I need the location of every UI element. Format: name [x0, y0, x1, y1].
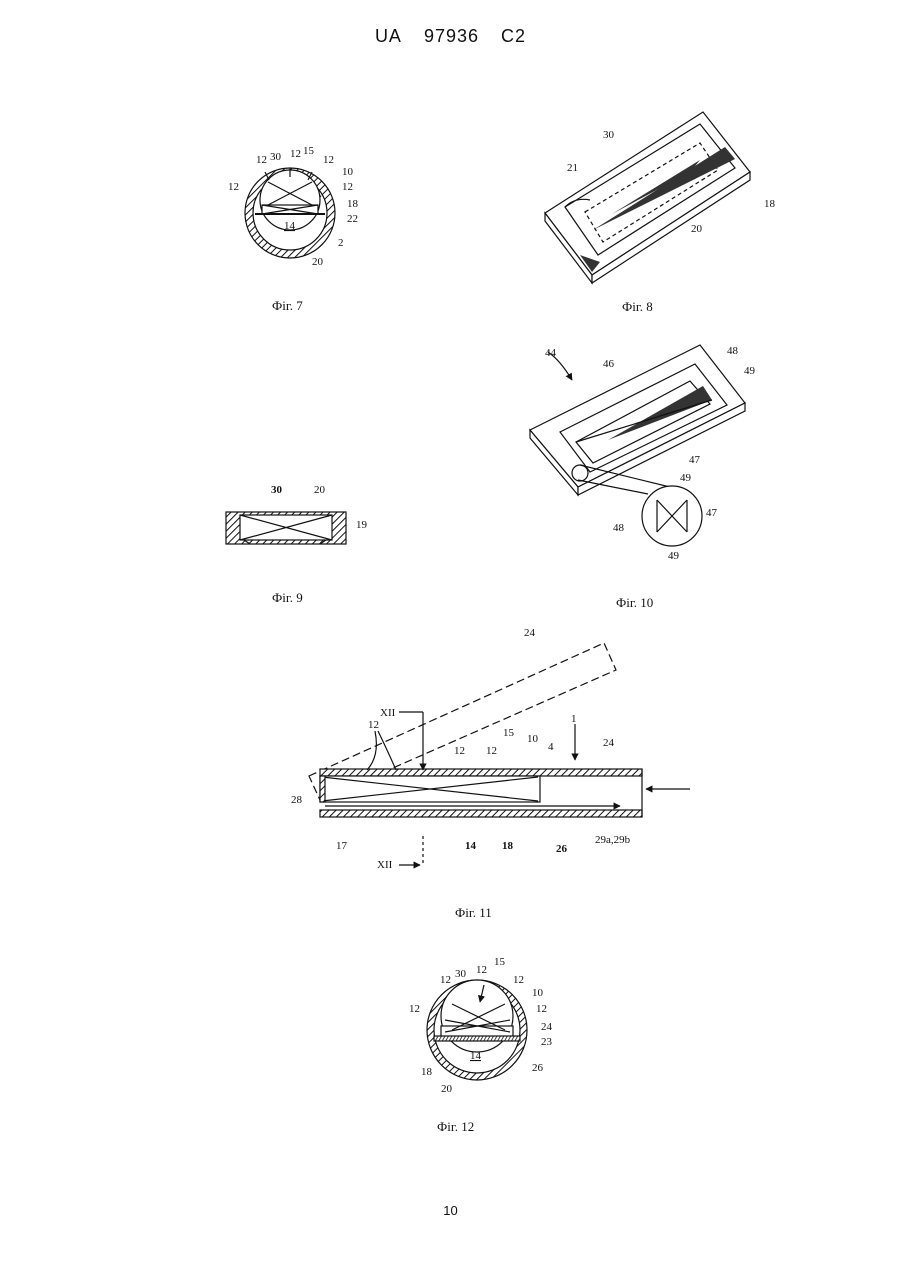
fig10-label: 49: [680, 472, 692, 484]
fig7-label: 12: [290, 148, 301, 160]
fig11-label: XII: [377, 859, 393, 871]
fig10-label: 46: [603, 358, 615, 370]
fig11-drawing: [309, 643, 690, 865]
fig11-label: 15: [503, 727, 515, 739]
fig10-label: 47: [706, 507, 718, 519]
fig12-label: 23: [541, 1036, 553, 1048]
fig11-label: 29a,29b: [595, 834, 631, 846]
fig7-label: 14: [284, 220, 296, 232]
fig10-label: 49: [668, 550, 680, 562]
fig11-label: XII: [380, 707, 396, 719]
fig7-label: 12: [228, 181, 239, 193]
fig7-label: 30: [270, 151, 282, 163]
fig7-label: 12: [323, 154, 334, 166]
fig7-label: 20: [312, 256, 324, 268]
fig11-label: 12: [454, 745, 465, 757]
fig10-label: 49: [744, 365, 756, 377]
fig7-label: 18: [347, 198, 359, 210]
fig7-label: 12: [256, 154, 267, 166]
fig11-label: 14: [465, 840, 477, 852]
fig11-label: 12: [486, 745, 497, 757]
figure-9: 30 20 19 Фіг. 9: [226, 484, 368, 605]
figure-8: 30 21 18 20 Фіг. 8: [545, 112, 776, 314]
fig8-label: 21: [567, 162, 578, 174]
fig10-caption: Фіг. 10: [616, 595, 653, 610]
fig11-label: 10: [527, 733, 539, 745]
fig7-label: 12: [342, 181, 353, 193]
fig12-label: 12: [409, 1003, 420, 1015]
page-number: 10: [0, 1203, 901, 1218]
fig7-label: 22: [347, 213, 358, 225]
fig12-drawing: [427, 980, 527, 1080]
fig12-label: 20: [441, 1083, 453, 1095]
figure-12: 12 30 12 15 12 10 12 12 24 23 14 18 20 2…: [409, 956, 553, 1134]
fig11-label: 28: [291, 794, 303, 806]
fig12-label: 14: [470, 1050, 482, 1062]
fig9-caption: Фіг. 9: [272, 590, 303, 605]
fig11-label: 24: [603, 737, 615, 749]
fig8-caption: Фіг. 8: [622, 299, 653, 314]
fig12-label: 12: [476, 964, 487, 976]
fig12-label: 24: [541, 1021, 553, 1033]
fig7-drawing: [245, 168, 335, 258]
fig12-caption: Фіг. 12: [437, 1119, 474, 1134]
fig11-label: 12: [368, 719, 379, 731]
fig12-label: 30: [455, 968, 467, 980]
figure-10: 44 46 48 49 47 49 47 48 49 Фіг. 10: [530, 345, 756, 610]
fig11-label: 1: [571, 713, 577, 725]
fig10-label: 48: [727, 345, 739, 357]
fig12-label: 18: [421, 1066, 433, 1078]
fig12-label: 26: [532, 1062, 544, 1074]
fig11-label: 18: [502, 840, 514, 852]
fig11-label: 17: [336, 840, 348, 852]
fig12-label: 12: [440, 974, 451, 986]
fig11-label: 4: [548, 741, 554, 753]
fig10-label: 48: [613, 522, 625, 534]
fig12-label: 12: [536, 1003, 547, 1015]
fig7-label: 15: [303, 145, 315, 157]
fig11-label: 26: [556, 843, 568, 855]
fig9-drawing: [226, 512, 346, 544]
fig9-label: 30: [271, 484, 283, 496]
fig8-label: 18: [764, 198, 776, 210]
fig12-label: 10: [532, 987, 544, 999]
fig8-drawing: [545, 112, 750, 283]
fig11-caption: Фіг. 11: [455, 905, 492, 920]
fig11-labels: 24 XII 1 12 12 12 15 10 4 24 28 17 14 18…: [291, 627, 631, 871]
fig7-caption: Фіг. 7: [272, 298, 303, 313]
fig11-label: 24: [524, 627, 536, 639]
fig8-label: 30: [603, 129, 615, 141]
fig12-label: 12: [513, 974, 524, 986]
fig8-label: 20: [691, 223, 703, 235]
figure-7: 12 30 12 15 12 10 12 12 18 22 14 2 20 Фі…: [228, 145, 359, 313]
fig10-label: 44: [545, 347, 557, 359]
figure-11: 24 XII 1 12 12 12 15 10 4 24 28 17 14 18…: [291, 627, 690, 920]
fig7-label: 2: [338, 237, 344, 249]
fig9-label: 19: [356, 519, 368, 531]
fig7-label: 10: [342, 166, 354, 178]
fig10-label: 47: [689, 454, 701, 466]
fig9-label: 20: [314, 484, 326, 496]
fig12-label: 15: [494, 956, 506, 968]
